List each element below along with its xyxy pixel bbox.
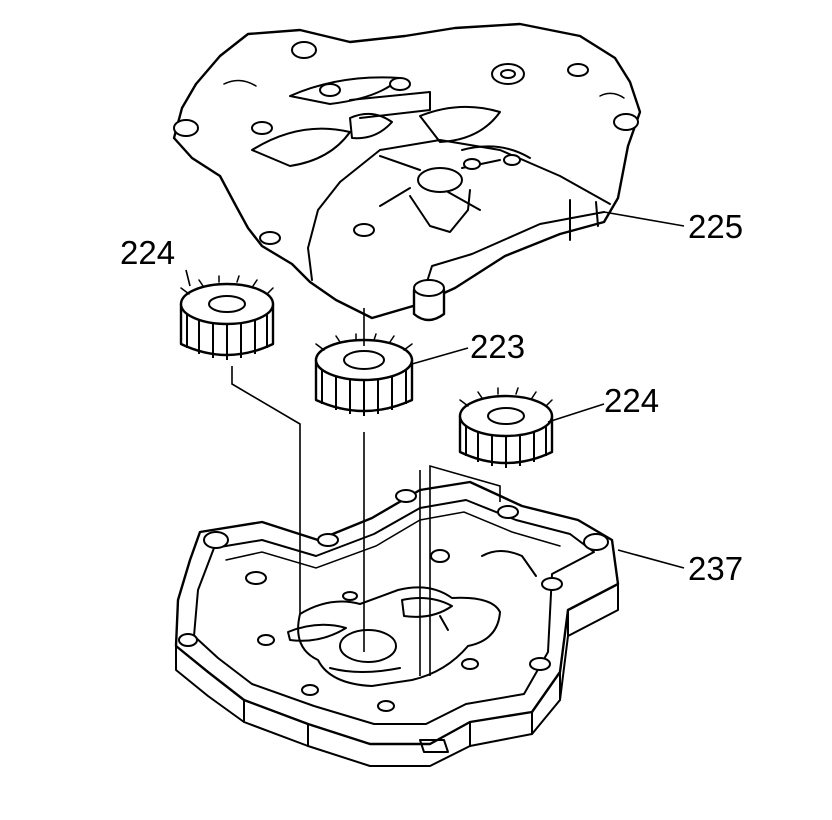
leader-237 xyxy=(617,549,685,569)
callout-labels: 225 224 223 224 237 xyxy=(120,208,743,587)
callout-223: 223 xyxy=(470,328,525,365)
upper-housing-part xyxy=(172,22,642,322)
callout-224-left: 224 xyxy=(120,234,175,271)
assembly-lines xyxy=(231,308,501,676)
leader-224-right xyxy=(547,403,605,423)
leader-lines xyxy=(185,211,685,569)
lower-housing-part xyxy=(174,480,620,767)
leader-223 xyxy=(411,347,469,365)
leader-225 xyxy=(603,211,685,227)
callout-224-right: 224 xyxy=(604,382,659,419)
right-gear-part xyxy=(458,387,554,468)
leader-224-left xyxy=(185,269,191,287)
callout-237: 237 xyxy=(688,550,743,587)
left-gear-center-line xyxy=(231,366,301,614)
right-gear-center-line xyxy=(429,464,501,676)
center-gear-part xyxy=(314,333,414,416)
left-gear-part xyxy=(179,275,275,360)
callout-225: 225 xyxy=(688,208,743,245)
